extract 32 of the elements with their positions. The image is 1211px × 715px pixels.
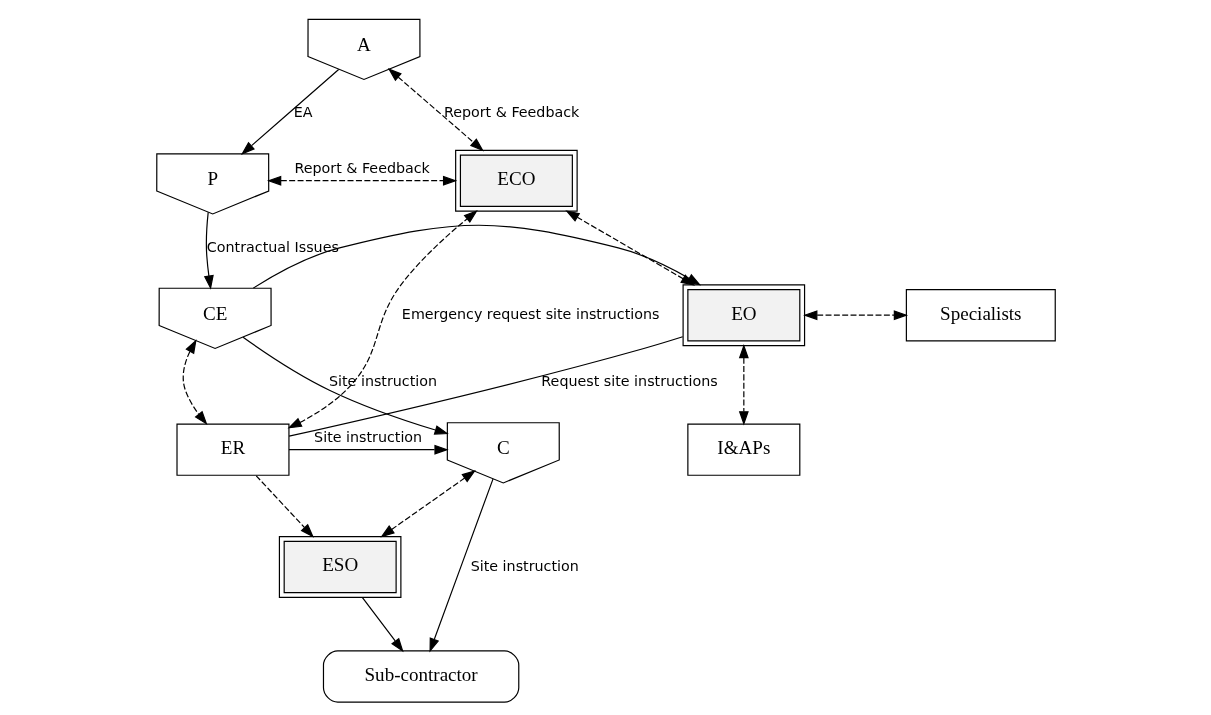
arrow	[266, 175, 457, 186]
edge-label: Site instruction	[328, 373, 437, 390]
node-box: ESO	[278, 535, 401, 598]
edge-label: Emergency request site instructions	[401, 305, 659, 322]
arrow	[564, 210, 695, 286]
arrow	[379, 470, 476, 538]
arrow	[203, 211, 214, 290]
arrow	[429, 478, 494, 653]
edge-label: Site instruction	[470, 557, 579, 574]
arrow	[255, 475, 314, 538]
arrow	[240, 68, 339, 155]
arrow	[738, 343, 749, 426]
arrow	[242, 336, 449, 435]
node-box: Specialists	[905, 289, 1056, 342]
edge-label: EA	[293, 104, 313, 121]
arrow	[182, 339, 207, 426]
edge-label: Request site instructions	[540, 373, 718, 390]
arrow	[361, 596, 404, 653]
arrow	[287, 444, 449, 455]
node-box: ER	[175, 423, 290, 476]
connector	[288, 336, 683, 437]
arrow	[387, 68, 484, 152]
arrow	[802, 310, 908, 321]
node-box: I&APs	[686, 423, 800, 476]
edge-label: Report & Feedback	[293, 160, 430, 177]
edge-label: Site instruction	[313, 429, 422, 446]
node-box: ECO	[454, 149, 578, 212]
node-box: Sub-contractor	[322, 650, 519, 703]
edge-label: Report & Feedback	[443, 104, 579, 121]
edge-label: Contractual Issues	[206, 238, 339, 255]
node-box: EO	[682, 284, 805, 347]
arrow	[287, 210, 478, 429]
